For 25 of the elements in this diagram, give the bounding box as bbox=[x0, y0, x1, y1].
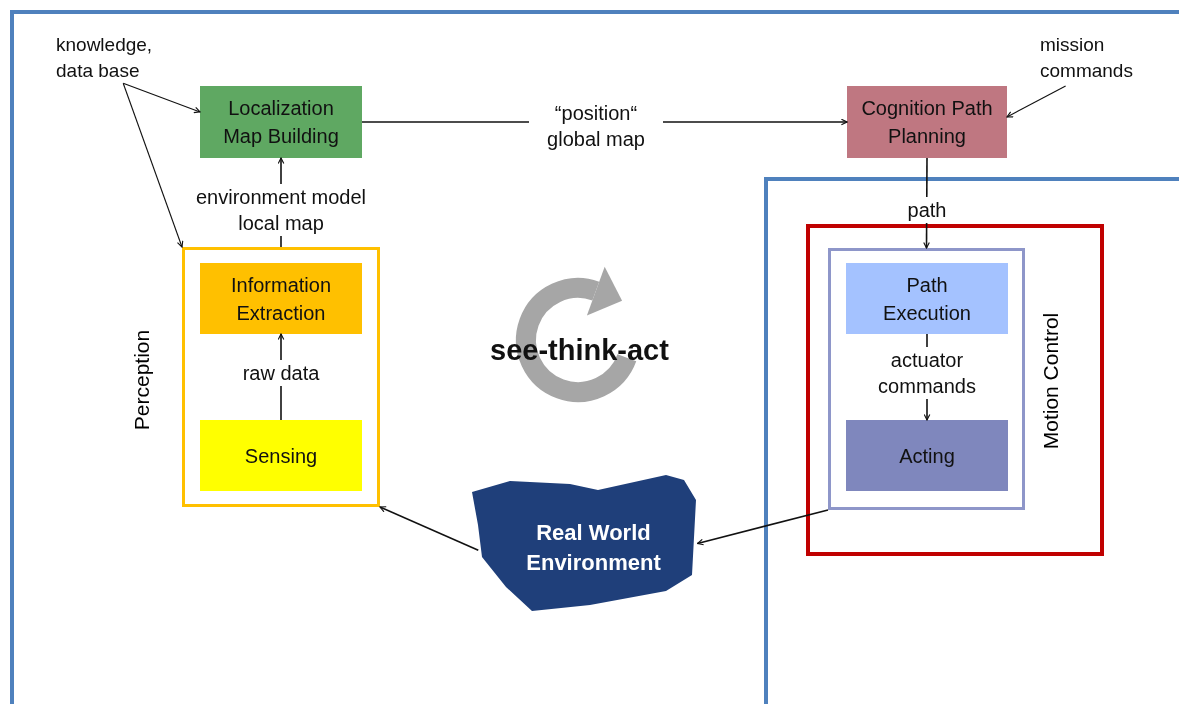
cycle-caption: see-think-act bbox=[490, 333, 669, 368]
arrow bbox=[122, 82, 201, 114]
arrow bbox=[696, 509, 829, 546]
box-label: Sensing bbox=[243, 443, 319, 469]
edge-label: path bbox=[905, 197, 949, 223]
arrow bbox=[379, 506, 480, 552]
process-box bbox=[847, 86, 1007, 158]
group-heading: Perception bbox=[129, 328, 154, 433]
box-label: Acting bbox=[898, 443, 956, 469]
note-text: knowledge, data base bbox=[56, 33, 154, 83]
process-box bbox=[200, 86, 362, 158]
box-label: Real World Environment bbox=[525, 518, 662, 577]
process-box bbox=[846, 263, 1008, 334]
box-label: Path Execution bbox=[882, 272, 972, 326]
box-label: Cognition Path Planning bbox=[860, 96, 994, 149]
arrow bbox=[122, 82, 184, 248]
box-label: Localization Map Building bbox=[222, 96, 340, 149]
highlight-frame bbox=[806, 224, 1104, 556]
note-text: mission commands bbox=[1040, 33, 1134, 83]
process-box bbox=[200, 420, 362, 491]
process-box bbox=[846, 420, 1008, 491]
box-label: Information Extraction bbox=[229, 272, 333, 326]
process-box bbox=[200, 263, 362, 334]
arrow bbox=[1006, 85, 1067, 118]
group-heading: Motion Control bbox=[1038, 311, 1063, 452]
